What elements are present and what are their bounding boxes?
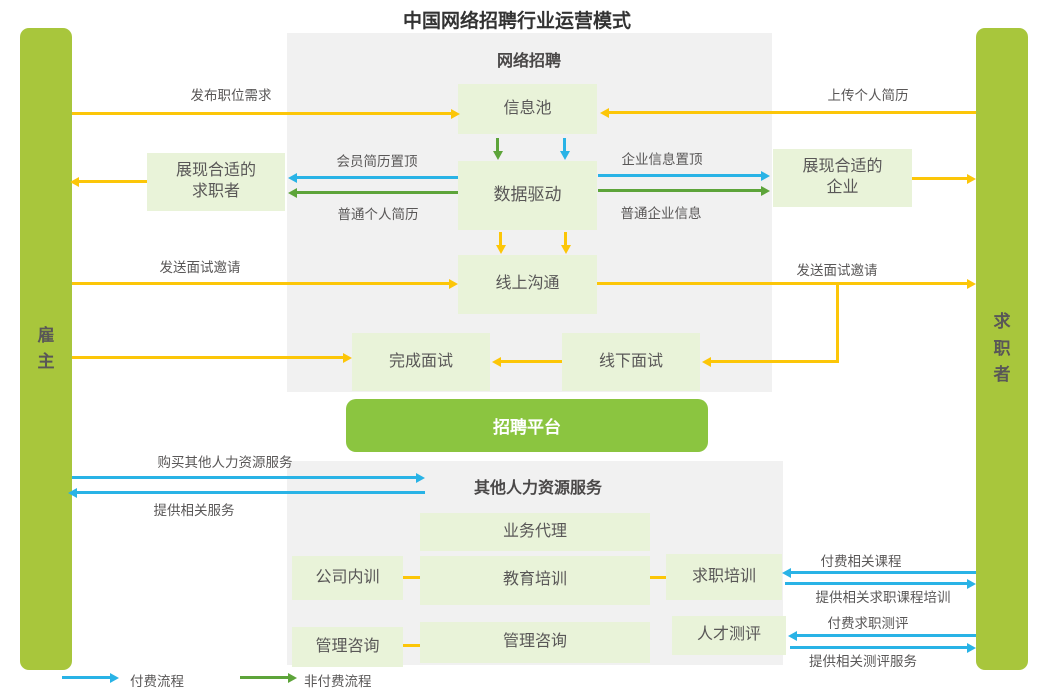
data-driven-label: 数据驱动 <box>493 185 562 205</box>
arrow-data-to-online-comm-right <box>564 232 567 245</box>
pay-job-assessment-label: 付费求职测评 <box>827 616 909 631</box>
show-suitable-companies-label: 展现合适的 企业 <box>802 158 883 196</box>
legend-unpaid-label: 非付费流程 <box>304 674 372 689</box>
job-seeking-training-box: 求职培训 <box>666 554 782 600</box>
arrow-provide-assessment-services <box>790 646 967 649</box>
arrow-branch-to-offline-interview <box>711 360 839 363</box>
management-consulting-center-box: 管理咨询 <box>420 622 650 663</box>
data-driven-box: 数据驱动 <box>458 161 597 230</box>
legend-unpaid-arrow-icon <box>240 676 288 679</box>
company-internal-training-label: 公司内训 <box>315 568 380 586</box>
member-resume-top-label: 会员简历置顶 <box>336 154 418 169</box>
other-hr-services-header: 其他人力资源服务 <box>473 480 603 497</box>
provide-assessment-services-label: 提供相关测评服务 <box>809 654 917 669</box>
recruitment-platform-bar: 招聘平台 <box>346 399 708 452</box>
management-consulting-left-label: 管理咨询 <box>315 637 380 655</box>
online-recruitment-header: 网络招聘 <box>496 53 562 70</box>
info-pool-label: 信息池 <box>503 99 552 117</box>
show-suitable-companies-box: 展现合适的 企业 <box>773 149 912 207</box>
employer-label: 雇主 <box>37 325 55 371</box>
arrow-ordinary-company-info-unpaid <box>598 189 761 192</box>
business-agency-label: 业务代理 <box>502 522 567 540</box>
connector-consulting-consulting <box>403 644 420 647</box>
show-suitable-jobseekers-label: 展现合适的 求职者 <box>175 162 256 200</box>
employer-bar: 雇主 <box>20 28 72 670</box>
connector-company-training-education <box>403 576 420 579</box>
arrow-send-invite-right <box>597 282 967 285</box>
arrow-provide-course-training <box>785 582 967 585</box>
arrow-upload-resume <box>609 111 976 114</box>
job-seeker-label: 求职者 <box>993 312 1011 385</box>
business-agency-box: 业务代理 <box>420 513 650 551</box>
education-training-box: 教育培训 <box>420 556 650 605</box>
publish-job-demand-label: 发布职位需求 <box>190 88 272 103</box>
arrow-employer-to-complete-interview <box>72 356 343 359</box>
arrow-buy-hr-services <box>72 476 416 479</box>
provide-course-training-label: 提供相关求职课程培训 <box>815 590 951 605</box>
arrow-offline-to-complete-interview <box>501 360 562 363</box>
arrow-data-to-online-comm-left <box>499 232 502 245</box>
education-training-label: 教育培训 <box>502 571 567 589</box>
online-communication-label: 线上沟通 <box>495 275 560 293</box>
arrow-show-companies-to-jobseeker <box>912 177 967 180</box>
arrow-infopool-to-data-paid <box>563 138 566 151</box>
arrow-send-invite-left <box>72 282 449 285</box>
info-pool-box: 信息池 <box>458 84 597 134</box>
show-suitable-jobseekers-box: 展现合适的 求职者 <box>147 153 285 211</box>
arrow-member-resume-top-paid <box>297 176 458 179</box>
legend-paid-label: 付费流程 <box>130 674 184 689</box>
arrow-ordinary-resume-unpaid <box>297 191 458 194</box>
job-seeking-training-label: 求职培训 <box>691 567 756 585</box>
arrow-infopool-to-data-unpaid <box>496 138 499 151</box>
complete-interview-label: 完成面试 <box>388 352 453 370</box>
send-invite-left-label: 发送面试邀请 <box>159 260 241 275</box>
arrow-pay-related-courses <box>791 571 976 574</box>
arrow-show-jobseekers-to-employer <box>79 180 147 183</box>
ordinary-company-info-label: 普通企业信息 <box>620 206 702 221</box>
job-seeker-bar: 求职者 <box>976 28 1028 670</box>
talent-assessment-box: 人才测评 <box>672 616 786 655</box>
company-info-top-label: 企业信息置顶 <box>621 152 703 167</box>
pay-related-courses-label: 付费相关课程 <box>820 554 902 569</box>
talent-assessment-label: 人才测评 <box>696 626 761 644</box>
send-invite-right-label: 发送面试邀请 <box>796 263 878 278</box>
online-communication-box: 线上沟通 <box>458 255 597 314</box>
company-internal-training-box: 公司内训 <box>292 556 403 600</box>
page-title: 中国网络招聘行业运营模式 <box>402 11 632 32</box>
arrow-publish-job-demand <box>72 112 451 115</box>
complete-interview-box: 完成面试 <box>352 333 490 391</box>
management-consulting-left-box: 管理咨询 <box>292 627 403 667</box>
offline-interview-label: 线下面试 <box>598 352 663 370</box>
upload-resume-label: 上传个人简历 <box>827 88 909 103</box>
recruitment-platform-label: 招聘平台 <box>493 418 561 437</box>
arrow-pay-job-assessment <box>797 634 976 637</box>
buy-hr-services-label: 购买其他人力资源服务 <box>157 455 293 470</box>
arrow-company-info-top-paid <box>598 174 761 177</box>
offline-interview-box: 线下面试 <box>562 333 700 391</box>
arrow-provide-related-services <box>77 491 425 494</box>
arrow-send-invite-branch-vertical <box>836 282 839 363</box>
ordinary-personal-resume-label: 普通个人简历 <box>337 207 419 222</box>
provide-related-services-label: 提供相关服务 <box>153 503 235 518</box>
legend-paid-arrow-icon <box>62 676 110 679</box>
connector-education-job-training <box>650 576 666 579</box>
management-consulting-center-label: 管理咨询 <box>502 633 567 651</box>
